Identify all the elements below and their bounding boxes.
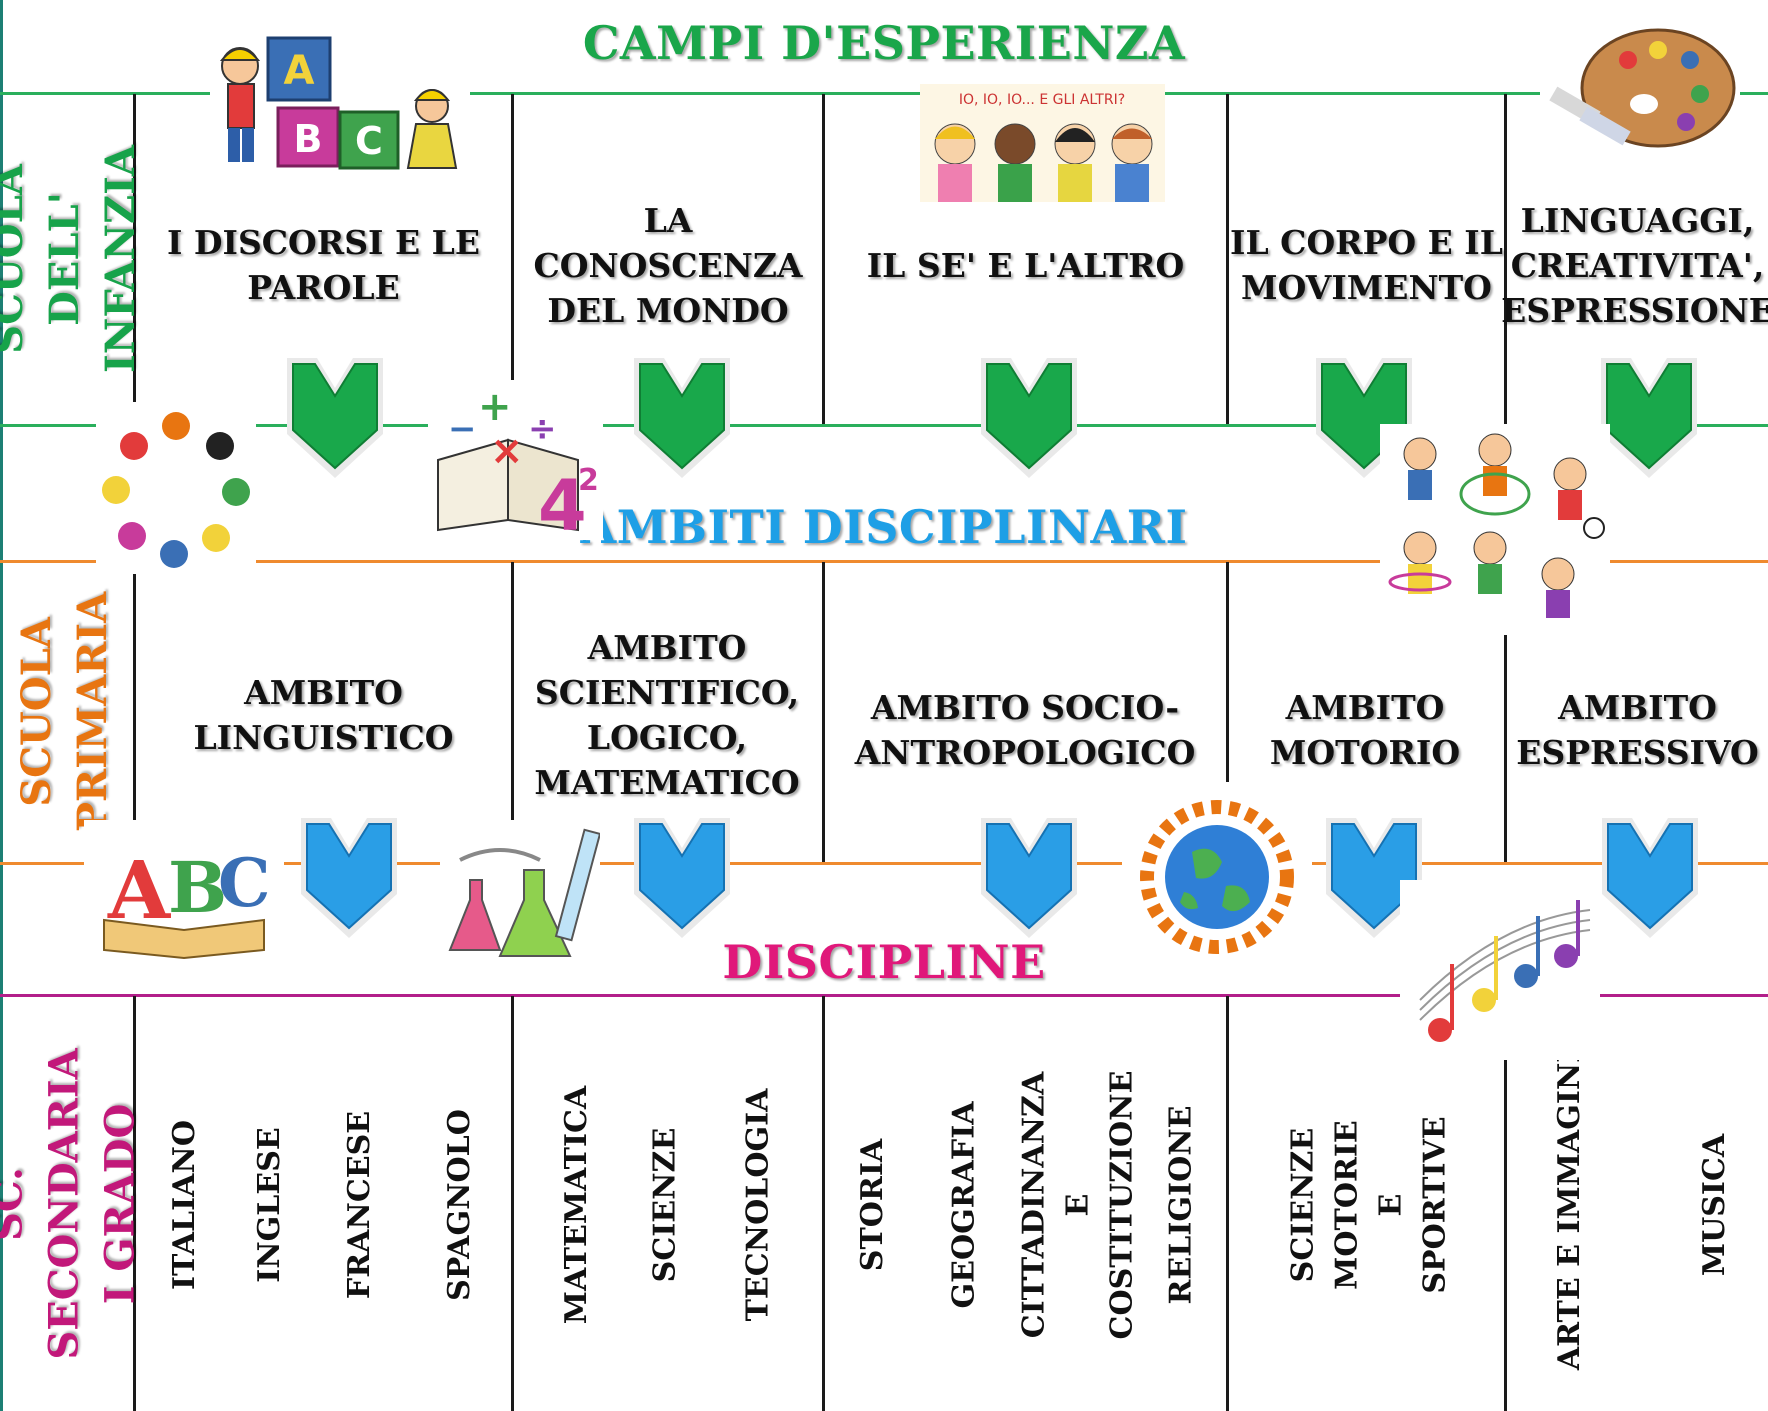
ambito-espressivo: AMBITO ESPRESSIVO <box>1516 688 1759 772</box>
separator-discipline <box>0 994 1768 997</box>
campi-title: CAMPI D'ESPERIENZA <box>582 16 1186 70</box>
ambiti-title: AMBITI DISCIPLINARI <box>580 500 1188 554</box>
row-label-infanzia: SCUOLA DELL' INFANZIA <box>0 94 144 424</box>
campo-linguaggi-creativita: LINGUAGGI, CREATIVITA', ESPRESSIONE <box>1501 200 1768 330</box>
col-sep <box>511 94 514 424</box>
svg-text:C: C <box>218 844 271 922</box>
svg-text:B: B <box>294 117 323 161</box>
disciplina-cittadinanza-costituzione: CITTADINANZA E COSTITUZIONE <box>1016 1070 1139 1340</box>
ambito-linguistico: AMBITO LINGUISTICO <box>193 673 454 757</box>
col-sep <box>133 94 136 424</box>
chevron-down-green-icon <box>287 358 383 478</box>
abc-letters-book-illustration: A B C <box>84 820 284 960</box>
disciplina-francese: FRANCESE <box>342 1110 378 1300</box>
row-label-infanzia-text: SCUOLA DELL' INFANZIA <box>0 145 144 373</box>
col-sep <box>133 562 136 862</box>
separator-campi <box>0 92 1768 95</box>
disciplina-scienze-motorie-sportive: SCIENZE MOTORIE E SPORTIVE <box>1286 1116 1453 1294</box>
math-book-illustration: + − × ÷ 4 2 <box>428 380 603 540</box>
colorful-hands-illustration <box>96 402 256 574</box>
disciplina-matematica: MATEMATICA <box>559 1085 595 1325</box>
svg-text:−: − <box>448 409 477 449</box>
col-sep <box>1504 996 1507 1411</box>
io-altri-caption: IO, IO, IO... E GLI ALTRI? <box>959 92 1125 108</box>
chevron-down-blue-icon <box>301 818 397 938</box>
svg-text:+: + <box>478 384 512 430</box>
world-children-illustration <box>1122 782 1312 972</box>
disciplina-scienze: SCIENZE <box>647 1127 683 1283</box>
disciplina-arte-immagine: ARTE E IMMAGINE <box>1552 1039 1588 1371</box>
disciplina-italiano: ITALIANO <box>167 1120 203 1290</box>
chevron-down-blue-icon <box>1326 818 1422 938</box>
paint-palette-illustration <box>1540 14 1740 164</box>
disciplina-tecnologia: TECNOLOGIA <box>740 1088 775 1322</box>
campo-se-altro: IL SE' E L'ALTRO <box>866 245 1185 285</box>
disciplina-musica: MUSICA <box>1697 1133 1733 1277</box>
col-sep <box>1226 996 1229 1411</box>
svg-text:4: 4 <box>538 465 587 540</box>
chevron-down-green-icon <box>1601 358 1697 478</box>
ambito-motorio: AMBITO MOTORIO <box>1269 688 1461 772</box>
svg-text:÷: ÷ <box>528 409 557 449</box>
music-notes-illustration <box>1400 880 1600 1060</box>
science-flasks-illustration <box>440 820 600 970</box>
abc-blocks-illustration: A B C <box>210 16 470 176</box>
disciplina-spagnolo: SPAGNOLO <box>442 1109 477 1301</box>
svg-text:B: B <box>168 846 227 929</box>
campo-corpo-movimento: IL CORPO E IL MOVIMENTO <box>1230 223 1503 307</box>
disciplina-storia: STORIA <box>855 1138 890 1272</box>
svg-text:A: A <box>107 843 171 937</box>
chevron-down-blue-icon <box>981 818 1077 938</box>
io-e-gli-altri-illustration: IO, IO, IO... E GLI ALTRI? <box>920 84 1165 202</box>
col-sep <box>1226 94 1229 424</box>
campo-discorsi-parole: I DISCORSI E LE PAROLE <box>166 223 480 307</box>
col-sep <box>1504 635 1507 862</box>
campo-conoscenza-mondo: LA CONOSCENZA DEL MONDO <box>533 200 803 330</box>
col-sep <box>822 94 825 424</box>
separator-infanzia-bottom <box>0 424 1768 427</box>
svg-text:×: × <box>490 428 524 474</box>
svg-text:C: C <box>355 119 383 163</box>
col-sep <box>511 562 514 862</box>
disciplina-geografia: GEOGRAFIA <box>947 1101 982 1309</box>
kids-sports-illustration <box>1380 424 1610 624</box>
row-label-primaria: SCUOLA PRIMARIA <box>0 562 130 862</box>
col-sep <box>822 562 825 862</box>
frame-left-border <box>0 0 3 1411</box>
svg-text:A: A <box>284 48 315 94</box>
ambito-socio-antropologico: AMBITO SOCIO-ANTROPOLOGICO <box>854 688 1196 772</box>
separator-primaria-bottom <box>0 862 1768 865</box>
ambito-scientifico: AMBITO SCIENTIFICO, LOGICO, MATEMATICO <box>534 628 800 802</box>
disciplina-inglese: INGLESE <box>252 1127 288 1283</box>
chevron-down-blue-icon <box>1602 818 1698 938</box>
disciplina-religione: RELIGIONE <box>1163 1105 1198 1305</box>
col-sep <box>511 996 514 1411</box>
col-sep <box>1226 562 1229 862</box>
row-label-secondaria-text: SC. SECONDARIA I GRADO <box>0 1047 145 1360</box>
col-sep <box>1504 94 1507 424</box>
chevron-down-green-icon <box>634 358 730 478</box>
chevron-down-green-icon <box>981 358 1077 478</box>
separator-ambiti <box>0 560 1768 563</box>
chevron-down-blue-icon <box>634 818 730 938</box>
svg-text:2: 2 <box>578 463 599 498</box>
col-sep <box>822 996 825 1411</box>
row-label-secondaria: SC. SECONDARIA I GRADO <box>0 996 144 1411</box>
col-sep <box>133 996 136 1411</box>
discipline-title: DISCIPLINE <box>722 935 1046 989</box>
row-label-primaria-text: SCUOLA PRIMARIA <box>13 591 117 833</box>
